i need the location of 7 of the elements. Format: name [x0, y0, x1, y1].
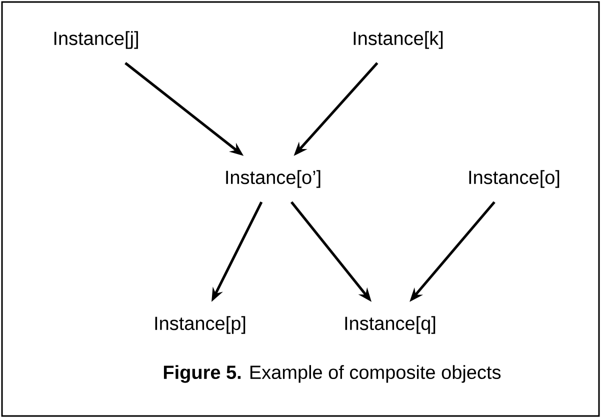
node-label: Instance[k]: [354, 31, 443, 49]
node-label: Instance[o’]: [226, 170, 320, 188]
node-label: Instance[o]: [469, 170, 560, 188]
node-label: Instance[p]: [155, 316, 246, 334]
node-label: Instance[j]: [54, 31, 138, 49]
node-label: Instance[q]: [345, 316, 436, 334]
figure-caption: Figure 5. Example of composite objects: [164, 365, 501, 383]
